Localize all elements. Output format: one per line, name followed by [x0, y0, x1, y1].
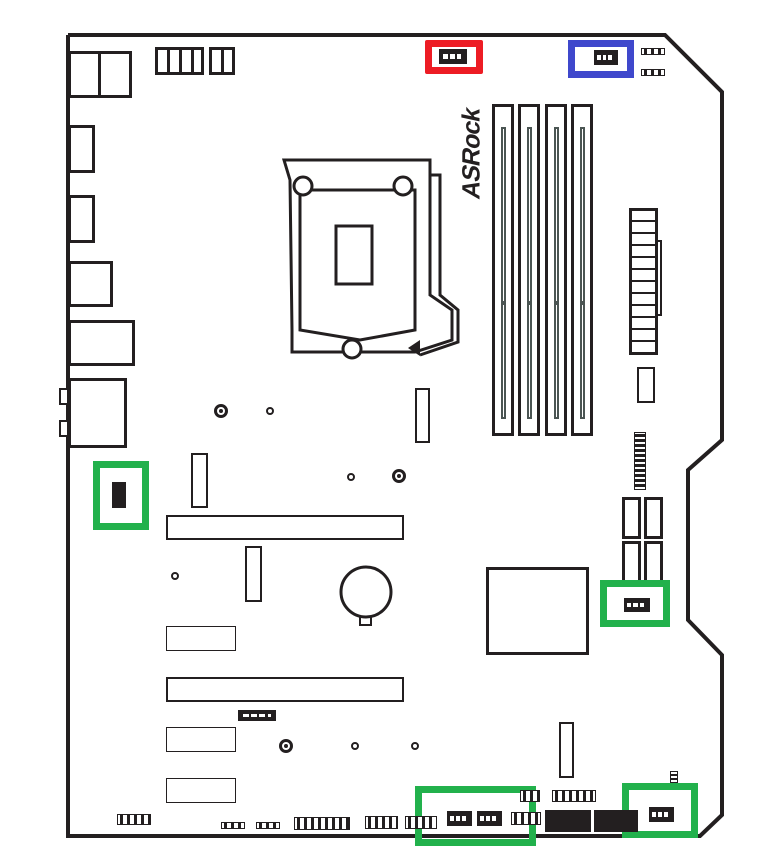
pin-header: [256, 822, 280, 829]
cha-fan5-header[interactable]: [649, 807, 674, 822]
sata-port: [622, 497, 641, 539]
m2-slot: [245, 546, 262, 602]
pin-header: [221, 822, 245, 829]
cpu-power-4pin: [209, 47, 235, 75]
hole: [266, 407, 274, 415]
m2-slot: [415, 388, 430, 443]
cpu-fan-header[interactable]: [439, 49, 467, 64]
cha-fan1-header[interactable]: [112, 482, 126, 508]
hole: [171, 572, 179, 580]
mounting-hole: [214, 404, 228, 418]
m2-slot: [191, 453, 208, 508]
m2-slot: [559, 722, 574, 778]
pin-header: [641, 48, 665, 55]
cha-fan1-highlight: [93, 461, 149, 530]
cpu-fan-highlight: [425, 40, 483, 74]
cha-fan3-header[interactable]: [447, 811, 472, 826]
dimm-slot: [492, 104, 514, 436]
atx-latch: [656, 240, 662, 316]
hole: [351, 742, 359, 750]
cpu-power-8pin: [155, 47, 204, 75]
atx-power-24pin: [629, 208, 658, 355]
dimm-slot: [571, 104, 593, 436]
pin-header: [511, 812, 541, 825]
pcie-slot: [166, 515, 404, 540]
pin-header: [365, 816, 398, 829]
pin-header: [405, 816, 437, 829]
pcie-slot: [166, 677, 404, 702]
mounting-hole: [392, 469, 406, 483]
pcie-x1-slot: [166, 727, 236, 752]
mounting-hole: [279, 739, 293, 753]
rear-io-port: [68, 195, 95, 243]
pin-header: [634, 432, 646, 490]
rear-io-port: [68, 125, 95, 173]
usb-c-header: [545, 810, 591, 832]
cha-fan4-header[interactable]: [477, 811, 502, 826]
logo-text: ASRock: [457, 105, 486, 202]
rear-io-port: [68, 261, 113, 307]
chipset: [486, 567, 589, 655]
cpu-opt-fan-highlight: [568, 40, 634, 78]
usb-header: [594, 810, 638, 832]
pin-header: [117, 814, 151, 825]
pin-header: [520, 790, 540, 802]
sata-port: [644, 541, 663, 583]
pin-header: [641, 69, 665, 76]
pcie-x1-slot: [166, 778, 236, 803]
cha-fan2-header[interactable]: [624, 598, 650, 612]
cha-fan2-highlight: [600, 580, 670, 627]
header-4pin: [238, 710, 276, 721]
asrock-logo: ASRock: [457, 98, 488, 202]
dimm-slot: [518, 104, 540, 436]
pin-header: [552, 790, 596, 802]
hole: [347, 473, 355, 481]
usb3-header: [637, 367, 655, 403]
audio-tab: [59, 388, 69, 405]
dimm-slot: [545, 104, 567, 436]
hole: [411, 742, 419, 750]
audio-tab: [59, 420, 69, 437]
pcie-x1-slot: [166, 626, 236, 651]
audio-ports: [68, 378, 127, 448]
sata-port: [644, 497, 663, 539]
rear-io-port: [68, 320, 135, 366]
divider: [98, 51, 101, 98]
pin-header: [294, 817, 350, 830]
sata-port: [622, 541, 641, 583]
cpu-opt-fan-header[interactable]: [594, 50, 618, 65]
pin-header: [670, 771, 678, 783]
